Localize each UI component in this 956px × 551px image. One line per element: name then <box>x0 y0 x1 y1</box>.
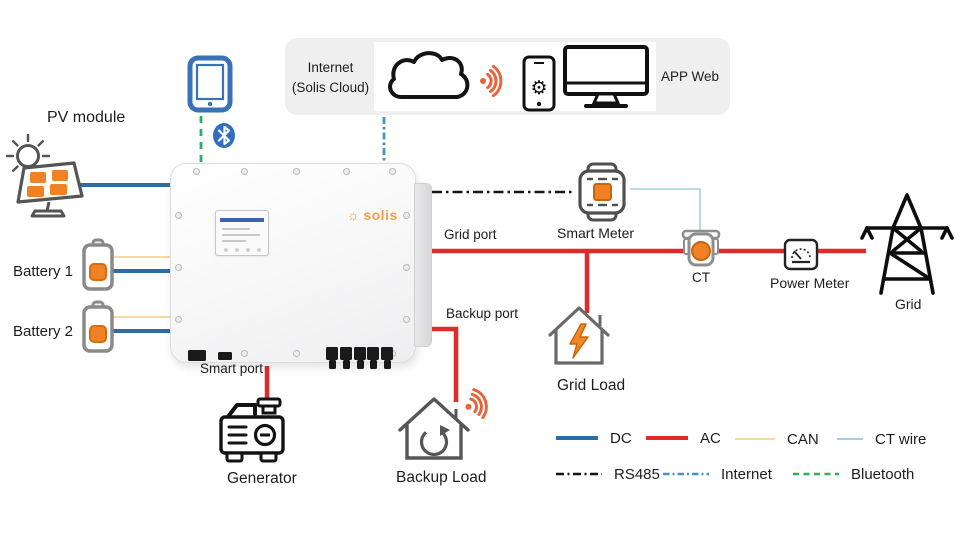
wifi-signal-icon <box>480 64 503 98</box>
cloud-icon <box>388 51 470 99</box>
pv-module-label: PV module <box>47 109 126 126</box>
wire-ac-backup <box>429 326 459 402</box>
monitor-icon <box>563 45 649 108</box>
display-button <box>257 248 261 252</box>
smartphone-icon: ⚙ <box>522 55 556 112</box>
smart-meter-label: Smart Meter <box>557 225 635 241</box>
grid-tower-icon <box>860 193 954 295</box>
tablet-icon <box>187 55 233 113</box>
legend-item-bluetooth: Bluetooth <box>793 465 914 483</box>
screw <box>293 350 300 357</box>
screw <box>403 316 410 323</box>
display-button <box>235 248 239 252</box>
backup-load-label: Backup Load <box>396 469 487 486</box>
solis-sun-icon: ☼ <box>347 207 361 223</box>
pv-module-icon <box>5 134 84 218</box>
generator-icon <box>219 397 285 463</box>
legend-item-can: CAN <box>735 430 819 448</box>
legend-item-ac: AC <box>646 429 721 447</box>
inverter-display <box>215 210 269 256</box>
grid-label: Grid <box>895 296 922 312</box>
display-row <box>222 234 260 236</box>
backup-load-house-icon <box>398 397 470 460</box>
screw <box>241 350 248 357</box>
screw <box>175 264 182 271</box>
screw <box>175 316 182 323</box>
grid-port-label: Grid port <box>444 227 497 242</box>
backup-wifi-icon <box>465 388 488 420</box>
screw <box>403 264 410 271</box>
legend-item-rs485: RS485 <box>556 465 660 483</box>
screw <box>389 168 396 175</box>
legend-item-dc: DC <box>556 429 632 447</box>
wire-ct <box>630 188 701 230</box>
bluetooth-icon <box>213 123 235 148</box>
screw <box>241 168 248 175</box>
screw <box>293 168 300 175</box>
display-button <box>224 248 228 252</box>
display-row <box>222 228 250 230</box>
inverter: ☼ solis <box>170 163 416 363</box>
legend-swatch-dc <box>556 436 598 440</box>
legend-swatch-rs485 <box>556 472 602 476</box>
display-row <box>222 240 246 242</box>
legend-swatch-ac <box>646 436 688 440</box>
display-button <box>246 248 250 252</box>
app-web-label: APP Web <box>661 69 720 84</box>
power-meter-label: Power Meter <box>770 275 850 291</box>
legend-swatch-internet <box>663 472 709 476</box>
grid-load-label: Grid Load <box>557 377 626 394</box>
screw <box>175 212 182 219</box>
display-status-bar <box>220 218 264 222</box>
battery1-icon <box>82 238 114 291</box>
legend-swatch-bluetooth <box>793 472 839 476</box>
legend-swatch-ct-wire <box>837 438 863 440</box>
backup-port-label: Backup port <box>446 306 519 321</box>
battery1-label: Battery 1 <box>13 263 74 280</box>
internet-label: Internet (Solis Cloud) <box>291 60 370 95</box>
generator-label: Generator <box>227 470 297 487</box>
legend-item-ct-wire: CT wire <box>837 430 926 448</box>
power-meter-icon <box>783 238 819 271</box>
inverter-connectors <box>188 347 393 369</box>
svg-text:⚙: ⚙ <box>530 77 547 99</box>
ct-label: CT <box>692 270 710 285</box>
battery2-label: Battery 2 <box>13 323 74 340</box>
grid-load-house-icon <box>548 306 610 365</box>
legend-swatch-can <box>735 438 775 440</box>
legend-item-internet: Internet <box>663 465 772 483</box>
screw <box>193 168 200 175</box>
battery2-icon <box>82 300 114 353</box>
screw <box>403 212 410 219</box>
inverter-side-fin <box>414 183 432 347</box>
ct-icon <box>681 229 721 267</box>
smart-port-label: Smart port <box>200 361 264 376</box>
solis-logo: ☼ solis <box>347 207 398 223</box>
smart-meter-icon <box>578 162 626 222</box>
screw <box>343 168 350 175</box>
